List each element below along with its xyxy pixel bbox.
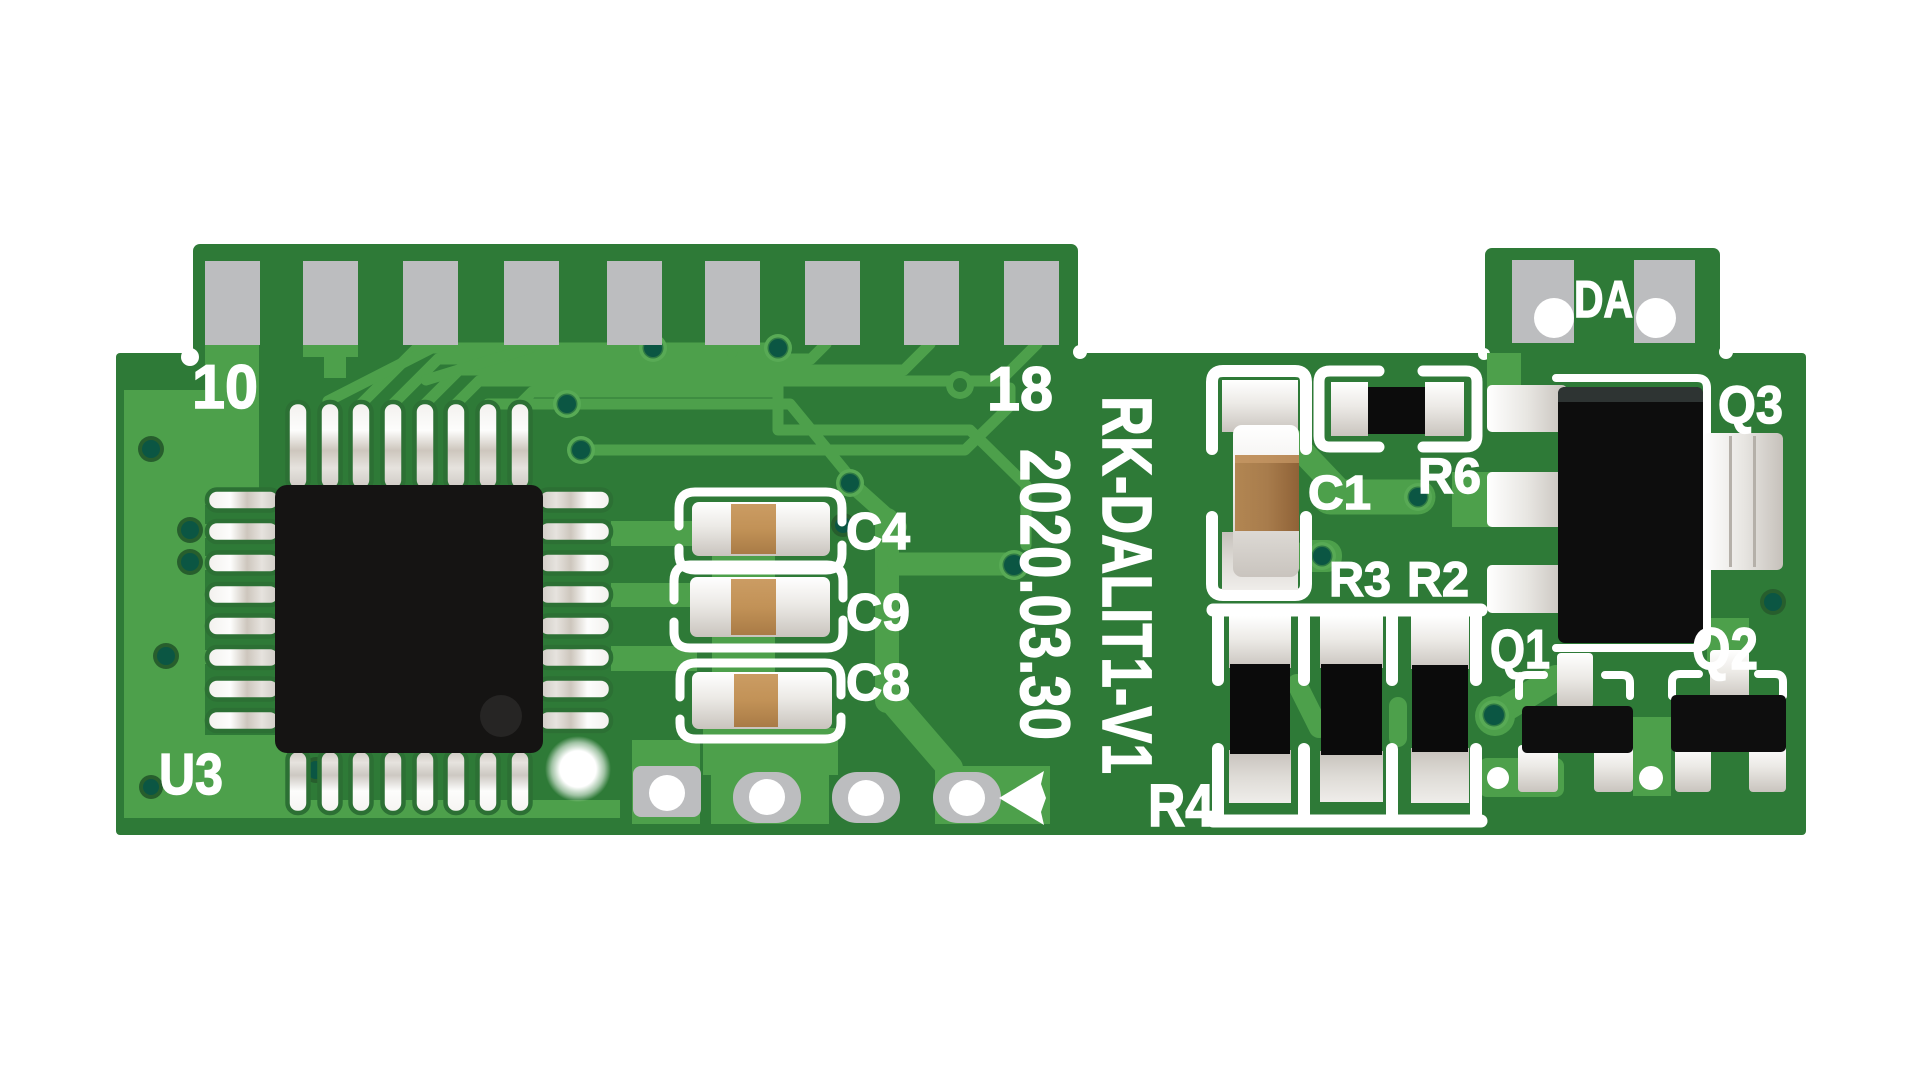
svg-text:Q3: Q3 (1718, 376, 1783, 435)
svg-text:C9: C9 (846, 584, 910, 642)
svg-text:R6: R6 (1418, 448, 1481, 504)
svg-text:2020.03.30: 2020.03.30 (1006, 449, 1084, 740)
svg-text:U3: U3 (159, 742, 223, 807)
svg-text:Q1: Q1 (1490, 618, 1550, 680)
svg-text:Q2: Q2 (1692, 616, 1758, 682)
svg-text:C4: C4 (846, 503, 910, 561)
svg-text:RK-DALIT1-V1: RK-DALIT1-V1 (1088, 396, 1166, 774)
svg-text:R2: R2 (1407, 553, 1469, 607)
svg-text:18: 18 (987, 355, 1053, 424)
svg-text:C1: C1 (1308, 467, 1371, 520)
svg-text:DA: DA (1574, 271, 1633, 329)
svg-text:R4: R4 (1148, 772, 1215, 839)
svg-text:R3: R3 (1329, 553, 1391, 607)
svg-text:10: 10 (192, 353, 258, 422)
svg-text:C8: C8 (846, 654, 910, 712)
